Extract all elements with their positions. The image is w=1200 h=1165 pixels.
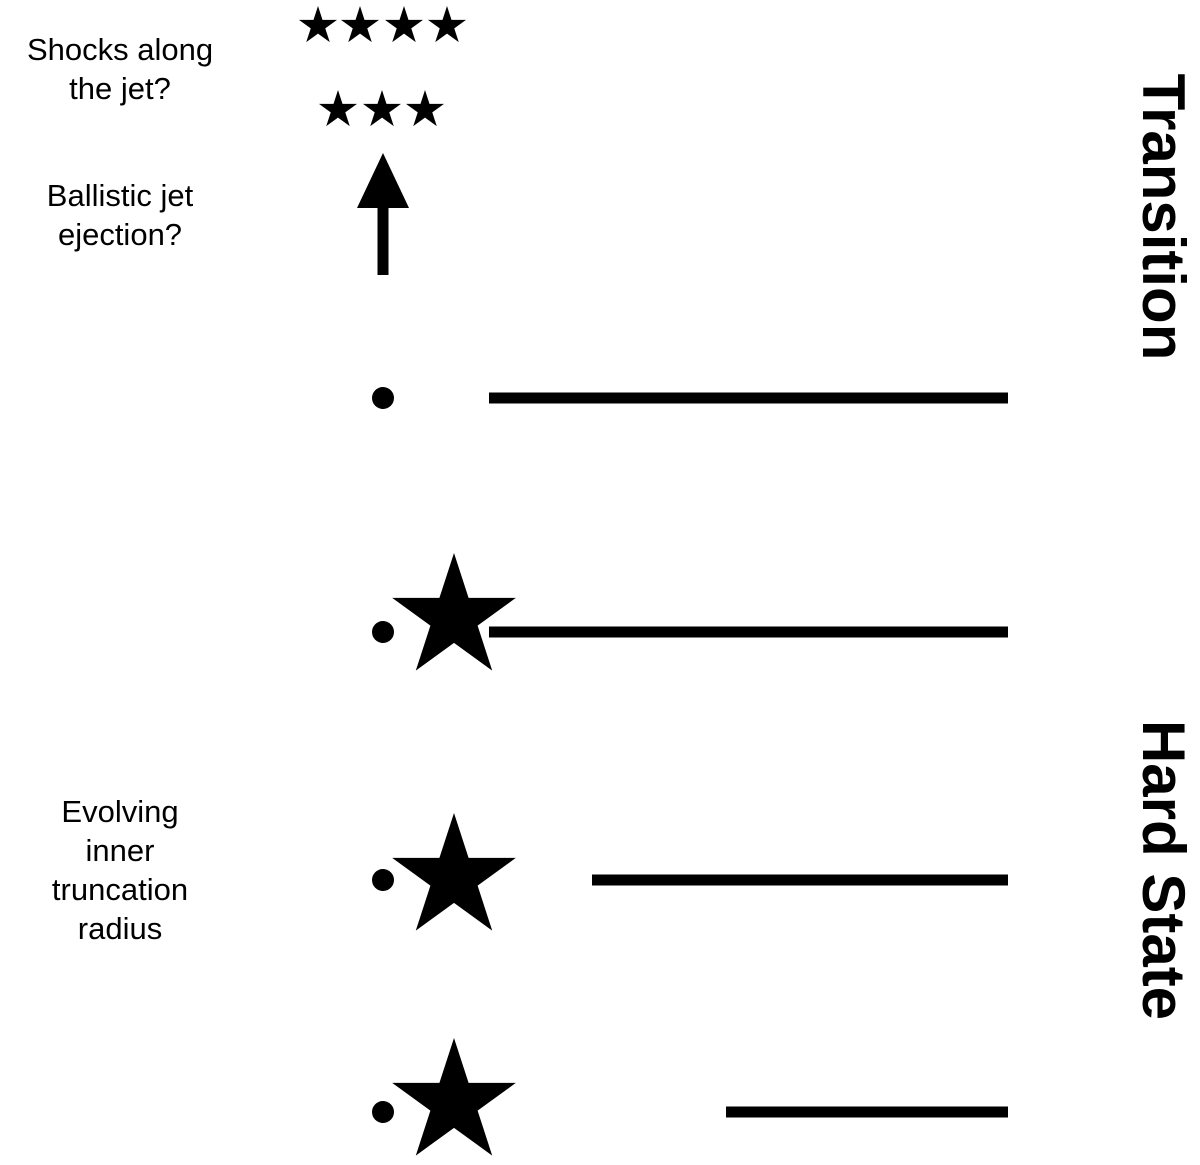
- truncation-annotation-line-2: inner: [85, 833, 155, 868]
- shocks-annotation-line-2: the jet?: [69, 71, 171, 106]
- stage-transition: [372, 387, 1008, 409]
- truncation-annotation-line-3: truncation: [51, 872, 189, 907]
- core-jet-star-icon: [392, 553, 516, 671]
- shocks-annotation: Shocks along the jet?: [0, 30, 240, 108]
- ejection-annotation: Ballistic jet ejection?: [0, 176, 240, 254]
- truncation-annotation-line-1: Evolving: [61, 794, 179, 829]
- core-jet-star-shape: [392, 813, 516, 931]
- shock-knot-star-icon: [384, 6, 424, 43]
- core-jet-star-shape: [392, 553, 516, 671]
- shock-knots-upper: [298, 6, 467, 43]
- shocks-annotation-line-1: Shocks along: [26, 32, 214, 67]
- ejection-arrow-icon: [357, 153, 409, 275]
- shock-knot-star-icon: [340, 6, 380, 43]
- truncation-annotation-line-4: radius: [77, 911, 163, 946]
- hard-state-label: Hard State: [1130, 719, 1197, 1021]
- shock-knot-star-icon: [362, 90, 402, 127]
- compact-object-dot: [372, 621, 394, 643]
- ejection-annotation-line-1: Ballistic jet: [46, 178, 194, 213]
- ejection-arrow-head: [357, 153, 409, 208]
- shock-knot-star-icon: [427, 6, 467, 43]
- core-jet-star-shape: [392, 1038, 516, 1156]
- compact-object-dot: [372, 1101, 394, 1123]
- core-jet-star-icon: [392, 813, 516, 931]
- compact-object-dot: [372, 869, 394, 891]
- ejection-annotation-line-2: ejection?: [57, 217, 183, 252]
- shock-knot-star-icon: [405, 90, 445, 127]
- stage-hard-1: [372, 553, 1008, 671]
- shock-knots-lower: [318, 90, 445, 127]
- stage-hard-2: [372, 813, 1008, 931]
- shock-knot-star-icon: [298, 6, 338, 43]
- stage-hard-3: [372, 1038, 1008, 1156]
- transition-state-label: Transition: [1130, 73, 1197, 361]
- truncation-annotation: Evolving inner truncation radius: [0, 792, 240, 948]
- core-jet-star-icon: [392, 1038, 516, 1156]
- shock-knot-star-icon: [318, 90, 358, 127]
- compact-object-dot: [372, 387, 394, 409]
